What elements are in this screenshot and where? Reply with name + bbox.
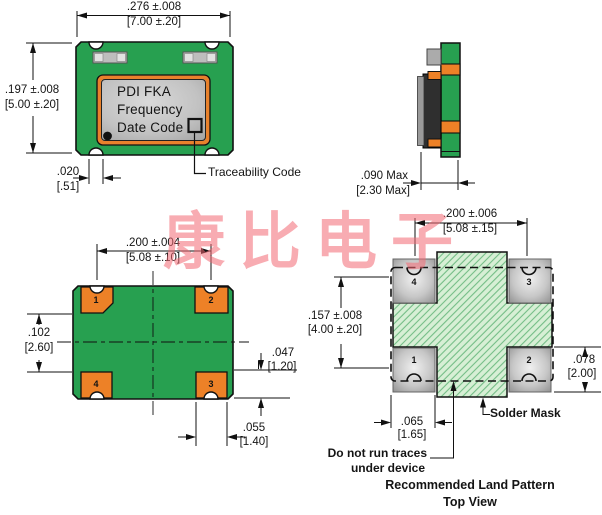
caption-line-2: Top View [443,495,497,509]
bottom-pin-4: 4 [93,379,99,389]
dim-pad-gap-inch: .102 [27,327,51,339]
dim-land-pad-height-mm: [2.00] [567,368,597,380]
top-view-body [75,41,234,175]
bottom-view-body [57,271,249,415]
traceability-code-label: Traceability Code [208,165,301,179]
dim-castellation-mm: [.51] [56,181,80,193]
bottom-pin-1: 1 [93,295,99,305]
side-view-body [417,42,461,158]
dim-land-pad-width-inch: .065 [400,416,424,428]
bottom-view-dimensions [27,244,297,446]
traceability-code-box [187,117,203,134]
dim-top-height-inch: .197 ±.008 [4,84,60,96]
dim-pad-height-inch: .047 [271,347,295,359]
bottom-pin-3: 3 [208,379,214,389]
side-view-dimensions [403,152,475,190]
land-pin-3: 3 [526,277,532,287]
note-line-1: Do not run traces [327,446,427,460]
dim-land-span-inch: .200 ±.006 [442,208,498,220]
dim-castellation-inch: .020 [56,166,80,178]
dim-pad-height-mm: [1.20] [267,361,297,373]
dim-thickness-mm: [2.30 Max] [356,185,410,197]
dim-bottom-span-mm: [5.08 ±.10] [125,252,181,264]
caption-line-1: Recommended Land Pattern [385,478,555,492]
bottom-pin-2: 2 [208,295,214,305]
dim-thickness-inch: .090 Max [360,170,408,182]
dim-land-vertical-mm: [4.00 ±.20] [307,324,363,336]
marking-line-3: Date Code [117,120,184,135]
dim-pad-gap-mm: [2.60] [24,342,54,354]
dim-pad-width-inch: .055 [242,422,266,434]
dim-top-width-mm: [7.00 ±.20] [126,16,182,28]
marking-line-2: Frequency [117,102,183,117]
dim-pad-width-mm: [1.40] [239,436,269,448]
pin1-dot [103,131,112,141]
land-pin-1: 1 [411,355,417,365]
land-pattern-body [390,251,554,398]
note-line-2: under device [350,461,425,475]
dim-land-pad-height-inch: .078 [572,354,596,366]
dim-land-span-mm: [5.08 ±.15] [442,223,498,235]
dim-bottom-span-inch: .200 ±.004 [125,237,181,249]
dim-top-width-inch: .276 ±.008 [126,1,182,13]
watermark-text: 康比电子 [163,205,468,278]
traceability-leader [193,133,206,175]
dim-top-height-mm: [5.00 ±.20] [4,99,60,111]
dim-land-pad-width-mm: [1.65] [397,429,427,441]
land-pin-4: 4 [411,277,417,287]
solder-mask-label: Solder Mask [490,406,561,420]
marking-line-1: PDI FKA [117,84,171,99]
dim-land-vertical-inch: .157 ±.008 [307,310,363,322]
device-outline-dashed [390,266,554,382]
land-pin-2: 2 [526,355,532,365]
land-pattern-dimensions [334,218,601,459]
top-view-dimensions [26,11,231,184]
